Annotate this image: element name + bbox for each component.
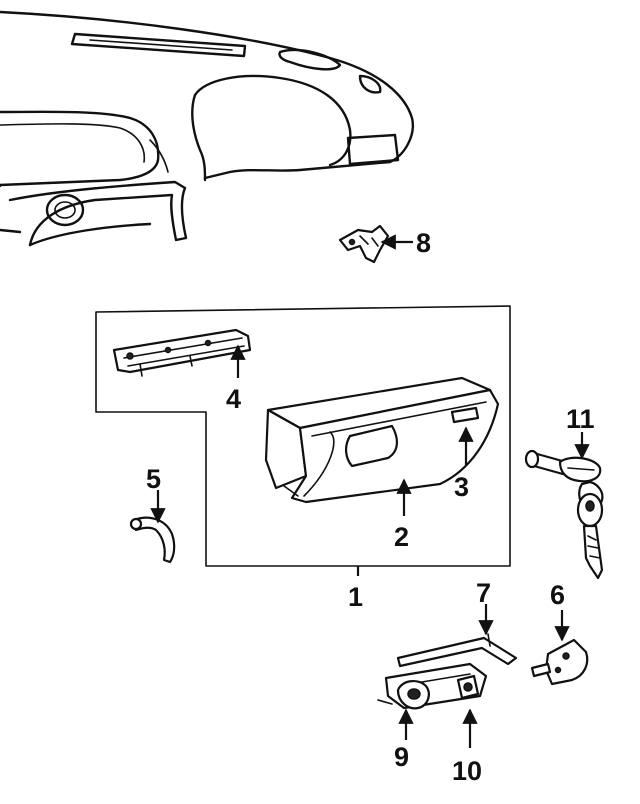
callout-2: 2 bbox=[394, 522, 409, 552]
callout-10: 10 bbox=[452, 756, 482, 786]
callout-3: 3 bbox=[454, 472, 469, 502]
assembly-boundary bbox=[95, 305, 511, 567]
striker-part-6 bbox=[530, 638, 589, 686]
check-strap-part-5 bbox=[129, 516, 176, 564]
bracket-part-8 bbox=[338, 224, 390, 264]
callout-5: 5 bbox=[146, 464, 161, 494]
callout-6: 6 bbox=[550, 580, 565, 610]
instrument-panel bbox=[0, 10, 415, 247]
lock-cylinder-part-11 bbox=[524, 449, 604, 580]
hinge-rail-part-4 bbox=[112, 328, 252, 377]
latch-rod-part-7 bbox=[396, 633, 518, 668]
callout-7: 7 bbox=[476, 578, 491, 608]
callout-11: 11 bbox=[566, 404, 595, 434]
glove-box-part-2 bbox=[264, 376, 500, 504]
callout-9: 9 bbox=[394, 742, 409, 772]
callout-8: 8 bbox=[416, 228, 431, 258]
callout-1: 1 bbox=[348, 582, 363, 612]
bumper-part-10 bbox=[456, 674, 480, 700]
callout-4: 4 bbox=[226, 384, 241, 414]
